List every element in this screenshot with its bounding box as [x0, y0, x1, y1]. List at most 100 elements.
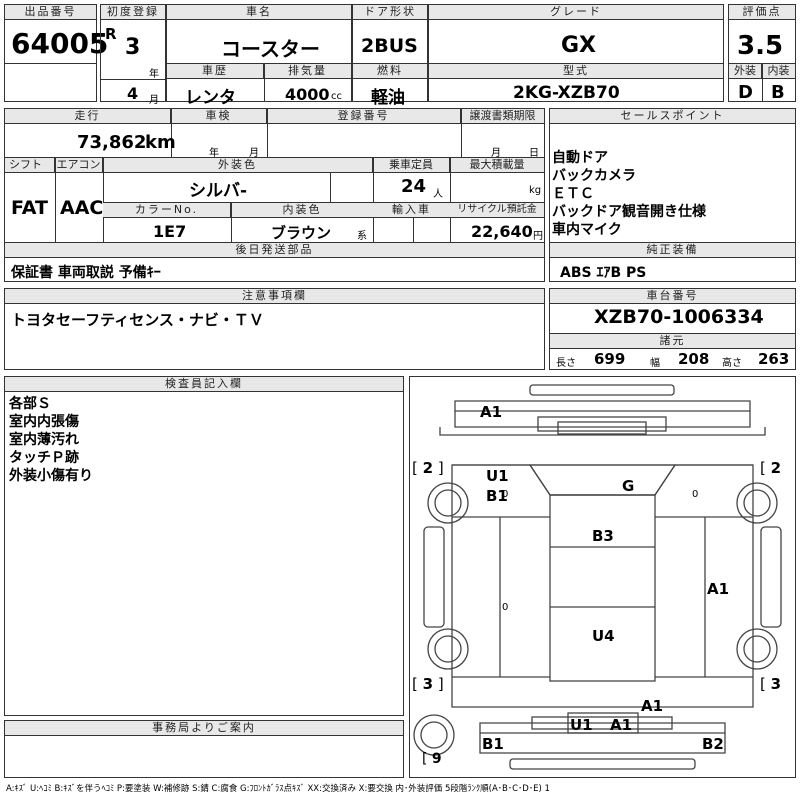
reg-month: 4 [127, 84, 139, 103]
equip-value: ABS ｴｱB PS [560, 265, 647, 281]
model-label: 型式 [429, 64, 723, 79]
shift-value: FAT [11, 197, 48, 219]
height-value: 263 [758, 350, 790, 368]
mileage-value: 73,862 [77, 132, 147, 153]
import-label: 輸入車 [373, 203, 450, 218]
transfer-day-unit: 日 [529, 148, 539, 159]
sales-label: セールスポイント [550, 109, 795, 124]
first-reg-label: 初度登録 [101, 5, 165, 20]
int-label: 内装 [762, 64, 795, 79]
mark-a1-rear: A1 [610, 716, 633, 734]
reg-year: 3 [125, 35, 141, 60]
recycle-unit: 円 [533, 231, 543, 242]
year-unit: 年 [149, 69, 159, 80]
sales-point: バックドア観音開き仕様 [552, 204, 706, 220]
car-name: コースター [221, 37, 320, 61]
recycle-value: 22,640 [471, 222, 533, 241]
inspector-line: 各部Ｓ [9, 396, 51, 412]
grade-value: GX [561, 33, 597, 58]
tire-fr: [ 2 [760, 459, 782, 477]
sales-point: バックカメラ [552, 168, 636, 184]
tire-rl: [ 3 ] [412, 675, 444, 693]
mark-g: G [622, 477, 635, 495]
tire-rr: [ 3 [760, 675, 782, 693]
history-value: レンタ [185, 88, 236, 108]
tire-fl: [ 2 ] [412, 459, 444, 477]
shift-label: シフト [5, 158, 55, 173]
month-unit: 月 [149, 95, 159, 106]
color-value: シルバ- [189, 181, 248, 201]
door-label: ドア形状 [353, 5, 427, 20]
length-value: 699 [594, 350, 626, 368]
inspector-label: 検査員記入欄 [5, 377, 403, 392]
mileage-unit: km [145, 132, 176, 153]
inspector-line: 室内薄汚れ [9, 432, 79, 448]
chassis-value: XZB70-1006334 [594, 306, 764, 328]
era: R [105, 25, 117, 43]
interior-unit: 系 [357, 231, 367, 242]
inspector-box: 検査員記入欄 各部Ｓ 室内内張傷 室内薄汚れ タッチＰ跡 外装小傷有り [4, 376, 404, 716]
sales-box: セールスポイント 自動ドア バックカメラ ＥＴＣ バックドア観音開き仕様 車内マ… [549, 108, 796, 282]
recycle-label: リサイクル預託金 [450, 203, 544, 218]
sales-point: ＥＴＣ [552, 186, 594, 202]
notes-box: 注意事項欄 トヨタセーフティセンス・ナビ・ＴＶ [4, 288, 545, 370]
colorno-label: カラーNo. [103, 203, 231, 218]
insp-year-unit: 年 [209, 148, 219, 159]
fuel-label: 燃料 [353, 64, 427, 79]
ext-grade: D [738, 82, 753, 103]
mark-b3: B3 [592, 527, 614, 545]
height-label: 高さ [722, 358, 742, 369]
inspector-line: タッチＰ跡 [9, 450, 79, 466]
capacity-label: 乗車定員 [373, 158, 450, 173]
grade-box: グレード GX 型式 2KG-XZB70 [428, 4, 724, 103]
int-grade: B [771, 82, 785, 103]
office-label: 事務局よりご案内 [5, 721, 403, 736]
model-value: 2KG-XZB70 [513, 83, 620, 103]
mark-b1: B1 [486, 487, 508, 505]
sales-point: 車内マイク [552, 222, 622, 238]
displacement-label: 排気量 [264, 64, 351, 79]
registration-label: 登録番号 [267, 109, 461, 124]
later-parts-label: 後日発送部品 [5, 243, 544, 258]
legend: A:ｷｽﾞ U:ﾍｺﾐ B:ｷｽﾞを伴うﾍｺﾐ P:要塗装 W:補修跡 S:錆 … [6, 784, 550, 794]
score-value: 3.5 [737, 31, 784, 61]
transfer-label: 譲渡書類期限 [461, 109, 544, 124]
interior-color-value: ブラウン [271, 224, 332, 242]
mark-zero: 0 [692, 489, 699, 500]
mark-zero: 0 [502, 602, 509, 613]
inspector-notes: 各部Ｓ 室内内張傷 室内薄汚れ タッチＰ跡 外装小傷有り [9, 395, 93, 485]
colorno-value: 1E7 [153, 222, 187, 241]
score-box: 評価点 3.5 外装 内装 D B [728, 4, 796, 103]
mark-a1-front: A1 [480, 403, 503, 421]
load-unit: kg [529, 185, 542, 196]
inspector-line: 室内内張傷 [9, 414, 79, 430]
lot-label: 出品番号 [5, 5, 96, 20]
displacement-unit: cc [331, 91, 342, 102]
tire-spare: [ 9 [422, 751, 442, 767]
door-value: 2BUS [361, 35, 418, 57]
inspection-label: 車検 [171, 109, 267, 124]
transfer-month-unit: 月 [491, 148, 501, 159]
load-label: 最大積載量 [450, 158, 544, 173]
mark-zero: 0 [502, 489, 509, 500]
inspector-line: 外装小傷有り [9, 468, 93, 484]
mark-u4: U4 [592, 627, 615, 645]
ac-value: AAC [60, 197, 104, 219]
spec-label: 諸元 [550, 333, 795, 349]
first-reg-box: 初度登録 R 3 年 4 月 [100, 4, 166, 106]
details-box: 走行 車検 登録番号 譲渡書類期限 73,862 km 年 月 月 日 シフト … [4, 108, 545, 282]
door-box: ドア形状 2BUS 燃料 軽油 [352, 4, 428, 108]
grade-label: グレード [429, 5, 723, 20]
notes-value: トヨタセーフティセンス・ナビ・ＴＶ [11, 311, 264, 329]
mark-u1-rear: U1 [570, 716, 593, 734]
mark-a1-rear-top: A1 [641, 697, 664, 715]
color-label: 外装色 [103, 158, 373, 173]
score-label: 評価点 [729, 5, 795, 20]
office-box: 事務局よりご案内 [4, 720, 404, 778]
later-parts-value: 保証書 車両取説 予備ｷｰ [11, 265, 161, 281]
history-label: 車歴 [167, 64, 264, 79]
mark-b1-rear: B1 [482, 735, 504, 753]
car-diagram: A1 U1 B1 G B3 A1 U4 A1 U1 A1 B1 B2 0 0 0… [409, 376, 796, 778]
width-value: 208 [678, 350, 710, 368]
equip-label: 純正装備 [550, 243, 795, 258]
